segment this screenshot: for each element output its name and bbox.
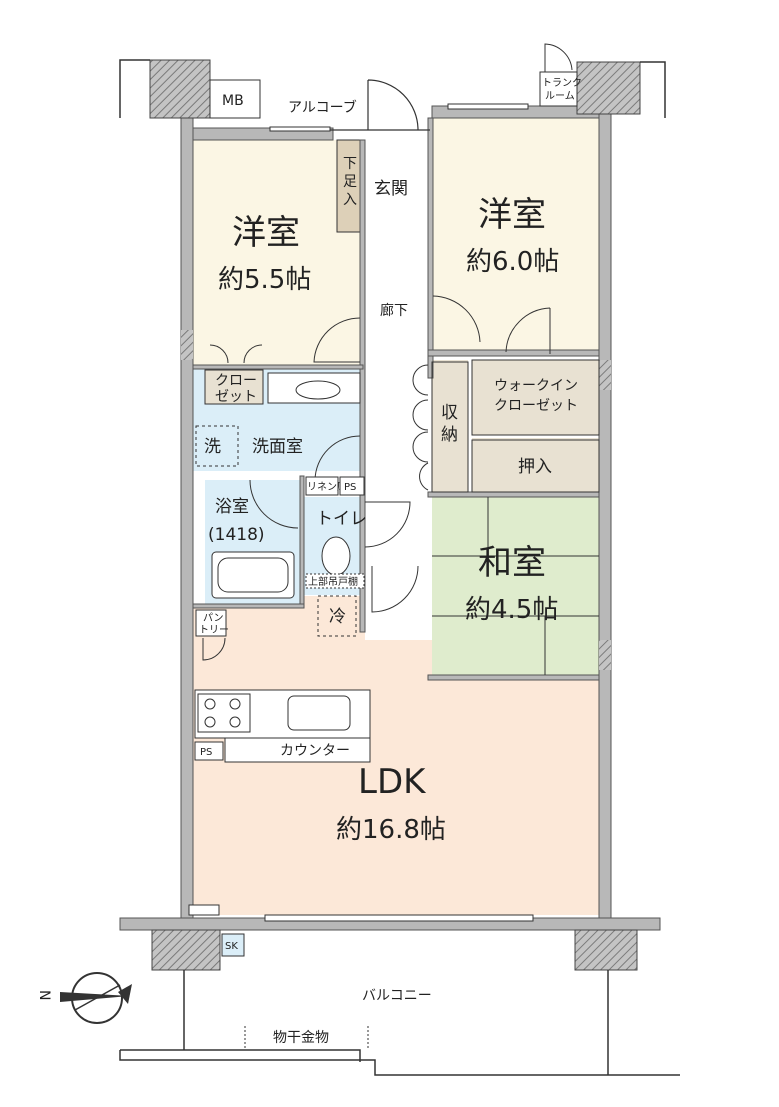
storage-floor (432, 360, 468, 492)
closet-1-box (204, 369, 264, 405)
western-room-1-floor (193, 140, 363, 365)
alcove-label: アルコーブ (288, 99, 357, 116)
sink-icon (295, 380, 341, 400)
closet-1-door-icon (209, 344, 263, 364)
frame-lines (119, 59, 680, 1076)
walk-in-door-icon (505, 307, 551, 354)
sk-label: SK (225, 941, 238, 952)
western-room-2-name: 洋室 (478, 195, 546, 235)
closet-1-floor (205, 368, 263, 404)
oshiire-floor (472, 438, 599, 492)
western-room-2-floor (432, 118, 599, 350)
laundry-pole-label: 物干金物 (273, 1030, 329, 1046)
bath-size: (1418) (208, 525, 265, 545)
bath-door-icon (249, 479, 299, 529)
ldk-name: LDK (358, 762, 427, 802)
walk-in-label-2: クローゼット (494, 398, 578, 414)
walk-in-closet-floor (472, 360, 599, 435)
oshiire-label: 押入 (518, 457, 552, 477)
mb-box (209, 79, 261, 119)
north-label: N (36, 990, 52, 1000)
pantry-label-2: トリー (199, 625, 229, 636)
column-top-right (576, 61, 641, 115)
western-room-1-size: 約5.5帖 (218, 265, 311, 295)
counter-label: カウンター (280, 743, 350, 759)
ps-label: PS (344, 482, 356, 493)
bath-name: 浴室 (215, 497, 249, 517)
sk-box (221, 933, 245, 957)
entrance-door-icon (367, 79, 419, 131)
fridge-label: 冷 (329, 607, 346, 627)
ps-box (339, 476, 365, 496)
closet-1-label-2: ゼット (215, 389, 257, 405)
toilet-label: トイレ (316, 509, 367, 529)
closet-1-label-1: クロー (215, 373, 257, 389)
western-room-2-size: 約6.0帖 (466, 247, 559, 277)
column-left-mid (181, 330, 193, 360)
western-2-door-icon (432, 295, 481, 343)
pantry-door-icon (202, 637, 226, 661)
trunk-room-box (539, 71, 578, 107)
upper-shelf-label: 上部吊戸棚 (308, 575, 358, 588)
balcony-label: バルコニー (362, 988, 432, 1004)
entrance-label: 玄関 (374, 179, 408, 199)
trunk-room-label-1: トランク (542, 77, 582, 89)
walk-in-label-1: ウォークイン (494, 378, 578, 394)
compass-icon (60, 972, 132, 1024)
walls (119, 105, 661, 931)
storage-label: 収納 (441, 403, 458, 445)
trunk-room-label-2: ルーム (545, 90, 575, 102)
washer-box (195, 425, 239, 467)
washroom-door-icon (314, 435, 361, 481)
storage-door-icon (412, 364, 429, 491)
linen-box (305, 476, 339, 496)
tatami-lines (432, 497, 599, 675)
upper-shelf-box (305, 573, 365, 589)
western-room-1-name: 洋室 (232, 213, 300, 253)
bathtub-inner (217, 557, 289, 593)
japanese-room-floor (432, 497, 599, 675)
mb-label: MB (222, 93, 244, 109)
pantry-box (195, 609, 227, 637)
pantry-label-1: パン (203, 612, 224, 624)
linen-label: リネン庫 (307, 480, 347, 493)
kitchen-ps-box (194, 741, 224, 761)
toilet-bowl-icon (321, 536, 351, 576)
ldk-size: 約16.8帖 (336, 815, 446, 845)
washroom-label: 洗面室 (252, 437, 303, 457)
column-bottom-right (574, 929, 638, 971)
column-right-mid (599, 360, 611, 390)
japanese-room-name: 和室 (478, 543, 546, 583)
entrance-floor (363, 140, 432, 232)
fridge-box (317, 595, 357, 637)
stove-icon (197, 693, 251, 733)
column-bottom-left (151, 929, 221, 971)
toilet-door-icon (364, 501, 411, 548)
japanese-door-icon (371, 565, 419, 613)
windows (188, 103, 534, 922)
kitchen-ps-label: PS (200, 747, 212, 758)
washer-label: 洗 (204, 437, 221, 457)
trunk-door-icon (544, 43, 573, 72)
column-top-left (149, 59, 211, 119)
corridor-label: 廊下 (380, 302, 408, 319)
japanese-room-size: 約4.5帖 (465, 595, 558, 625)
bathtub (211, 551, 295, 599)
kitchen-sink-icon (287, 695, 351, 731)
counter-extension (224, 737, 371, 763)
shoe-box-label: 下足入 (343, 156, 357, 208)
western-1-door-icon (313, 317, 361, 363)
column-right-low (599, 640, 611, 670)
shoe-box (336, 139, 364, 233)
